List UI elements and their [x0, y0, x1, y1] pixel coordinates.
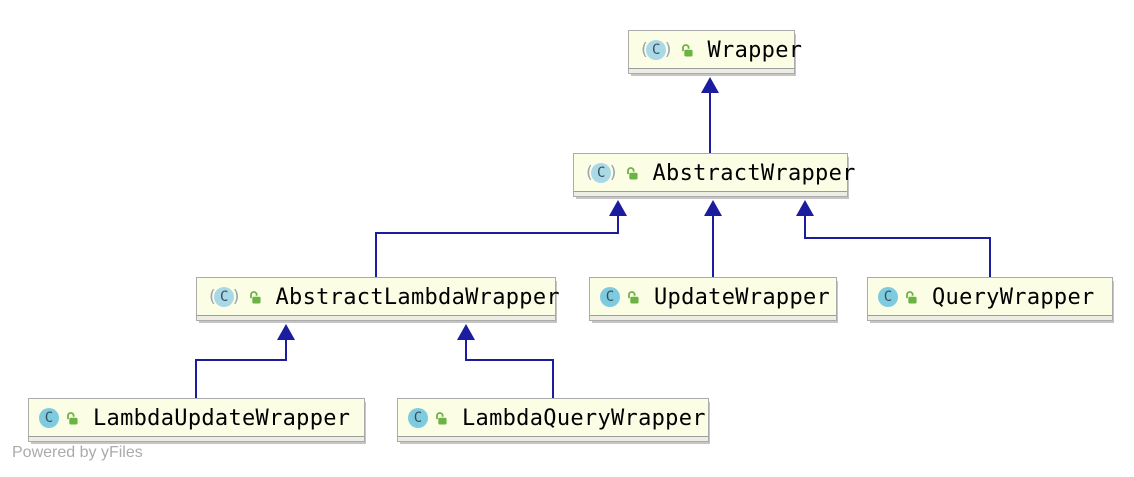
unlocked-icon: [436, 411, 447, 424]
unlocked-icon: [67, 411, 78, 424]
class-name-label: LambdaUpdateWrapper: [93, 405, 351, 431]
class-node-LambdaUpdateWrapper[interactable]: C LambdaUpdateWrapper: [28, 398, 365, 442]
abstract-paren-close: ): [608, 162, 619, 183]
extends-arrowhead: [796, 200, 814, 216]
unlocked-icon: [626, 166, 638, 179]
abstract-class-icon: (C): [207, 287, 242, 307]
class-name-label: AbstractLambdaWrapper: [275, 284, 560, 310]
class-icon-letter: C: [214, 287, 235, 307]
class-node-AbstractWrapper[interactable]: (C) AbstractWrapper: [573, 153, 855, 197]
abstract-paren-close: ): [231, 286, 242, 307]
inheritance-edge-AbstractLambdaWrapper-extends-AbstractWrapper[interactable]: [375, 200, 627, 277]
class-name-label: Wrapper: [707, 37, 803, 63]
inheritance-edge-AbstractWrapper-extends-Wrapper[interactable]: [701, 77, 719, 153]
abstract-class-icon: (C): [584, 163, 619, 183]
inheritance-edge-LambdaUpdateWrapper-extends-AbstractLambdaWrapper[interactable]: [195, 324, 295, 398]
class-icon: C: [600, 287, 620, 307]
unlocked-icon: [628, 290, 639, 303]
inheritance-edge-LambdaQueryWrapper-extends-AbstractLambdaWrapper[interactable]: [457, 324, 554, 398]
class-name-label: UpdateWrapper: [654, 284, 831, 310]
extends-arrowhead: [704, 200, 722, 216]
inheritance-edge-UpdateWrapper-extends-AbstractWrapper[interactable]: [704, 200, 722, 277]
abstract-paren-open: (: [207, 286, 218, 307]
unlocked-icon: [906, 290, 917, 303]
class-node-LambdaQueryWrapper[interactable]: C LambdaQueryWrapper: [397, 398, 709, 442]
class-node-Wrapper[interactable]: (C) Wrapper: [628, 30, 802, 74]
class-icon-letter: C: [591, 163, 612, 183]
class-node-QueryWrapper[interactable]: C QueryWrapper: [867, 277, 1113, 321]
class-name-label: QueryWrapper: [932, 284, 1095, 310]
class-node-AbstractLambdaWrapper[interactable]: (C) AbstractLambdaWrapper: [196, 277, 560, 321]
class-icon-letter: C: [646, 40, 667, 60]
inheritance-edge-QueryWrapper-extends-AbstractWrapper[interactable]: [796, 200, 991, 277]
extends-arrowhead: [701, 77, 719, 93]
class-icon-letter: C: [408, 408, 428, 428]
unlocked-icon: [249, 290, 261, 303]
class-icon-letter: C: [39, 408, 59, 428]
powered-by-yfiles-label: Powered by yFiles: [12, 444, 143, 461]
abstract-paren-open: (: [639, 39, 650, 60]
abstract-paren-close: ): [663, 39, 674, 60]
class-icon-letter: C: [878, 287, 898, 307]
extends-arrowhead: [457, 324, 475, 340]
extends-arrowhead: [277, 324, 295, 340]
class-icon: C: [39, 408, 59, 428]
class-name-label: AbstractWrapper: [652, 160, 856, 186]
extends-arrowhead: [609, 200, 627, 216]
class-node-UpdateWrapper[interactable]: C UpdateWrapper: [589, 277, 837, 321]
class-icon-letter: C: [600, 287, 620, 307]
class-name-label: LambdaQueryWrapper: [462, 405, 706, 431]
abstract-paren-open: (: [584, 162, 595, 183]
unlocked-icon: [681, 43, 693, 56]
abstract-class-icon: (C): [639, 40, 674, 60]
class-icon: C: [878, 287, 898, 307]
class-icon: C: [408, 408, 428, 428]
